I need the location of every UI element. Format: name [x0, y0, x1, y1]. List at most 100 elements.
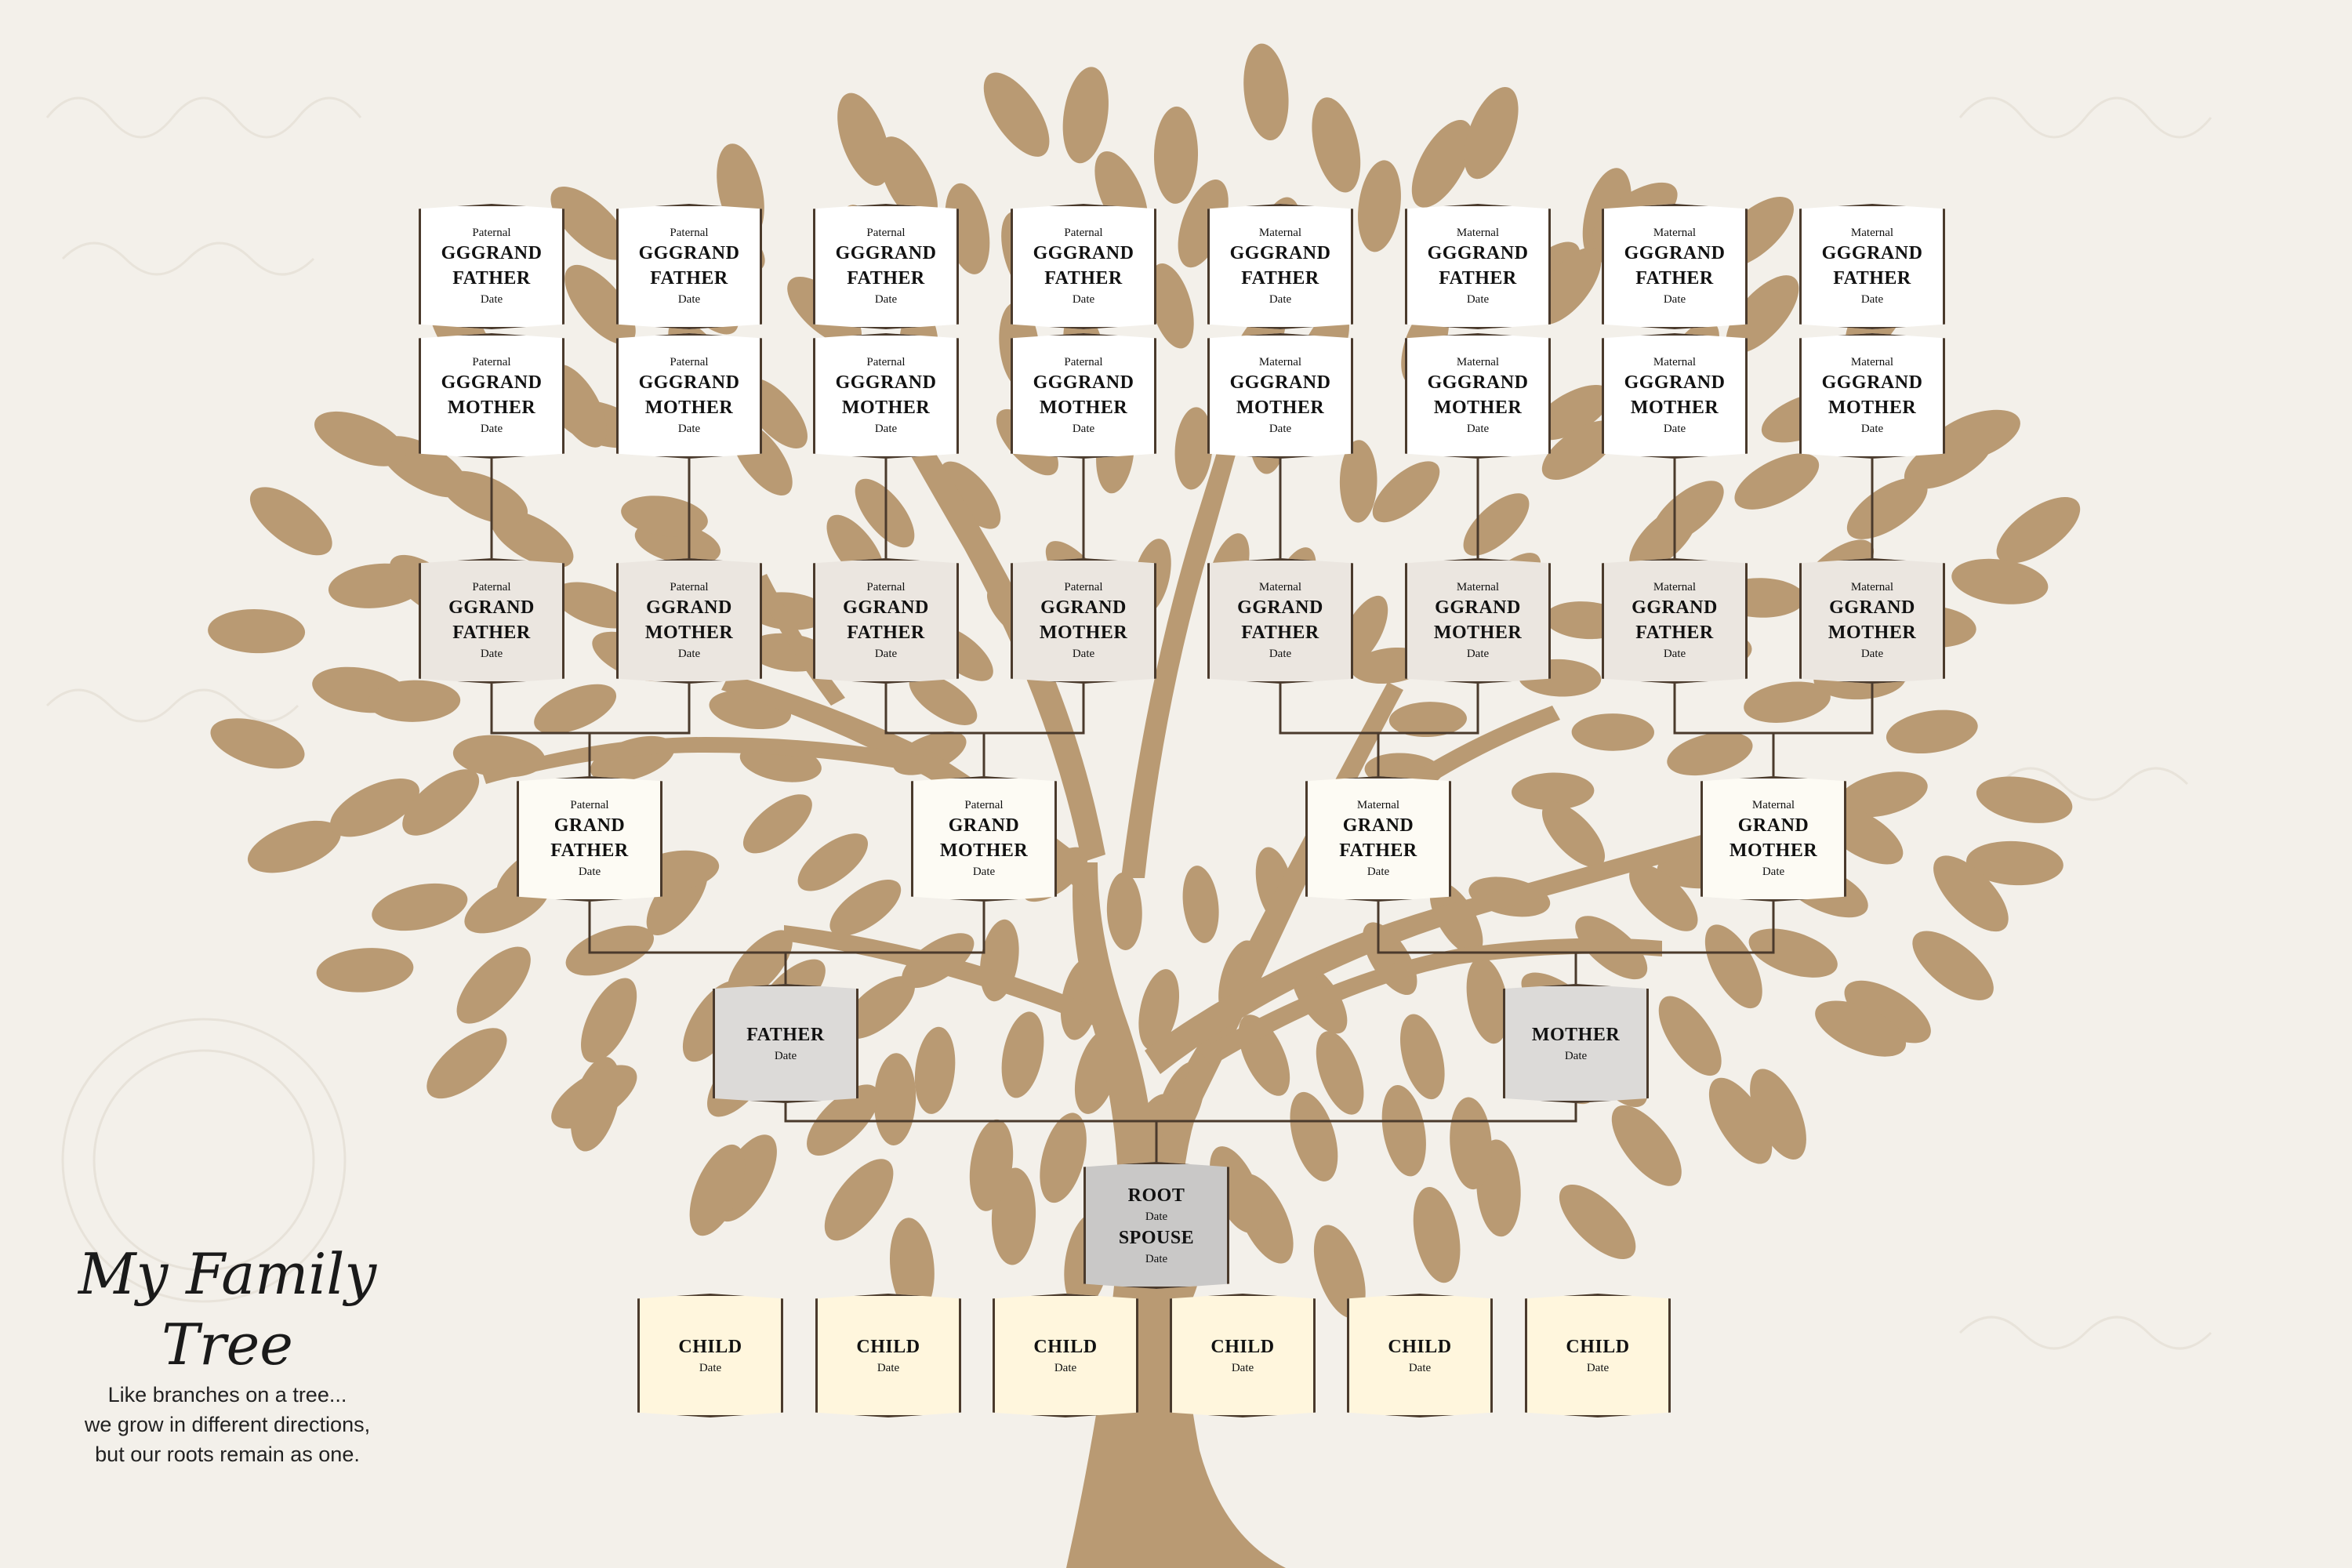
generation-label: GGGRAND [835, 372, 937, 393]
leaf-shape [1399, 1014, 1445, 1100]
date-label: Date [1860, 293, 1884, 306]
leaf-shape [551, 1065, 637, 1129]
generation-label: GGGRAND [1033, 243, 1134, 263]
leaf-shape [490, 509, 574, 568]
child-label: CHILD [678, 1337, 742, 1357]
date-label: Date [677, 423, 701, 435]
leaf-shape [210, 718, 305, 769]
side-label: Paternal [570, 799, 609, 811]
leaf-shape [1571, 713, 1654, 751]
date-label: Date [1072, 293, 1095, 306]
generation-label: GRAND [1737, 815, 1809, 836]
leaf-shape [689, 1144, 746, 1236]
side-label: Paternal [670, 227, 709, 239]
generation-label: GGGRAND [638, 372, 740, 393]
date-label: Date [1269, 648, 1292, 660]
date-label: Date [1072, 423, 1095, 435]
date-label: Date [1860, 423, 1884, 435]
leaf-shape [1708, 1077, 1773, 1164]
date-label: Date [1564, 1050, 1588, 1062]
side-label: Paternal [472, 227, 511, 239]
generation-label: GGGRAND [1427, 372, 1529, 393]
relation-label: MOTHER [1828, 397, 1917, 418]
generation-label: GGRAND [1632, 597, 1718, 618]
child-label: CHILD [1033, 1337, 1098, 1357]
relation-label: FATHER [452, 622, 531, 643]
side-label: Paternal [670, 356, 709, 368]
date-label: Date [1663, 293, 1686, 306]
leaf-shape [1153, 106, 1199, 204]
generation-label: GGGRAND [1033, 372, 1134, 393]
leaf-shape [564, 264, 636, 345]
leaf-shape [621, 495, 708, 537]
leaf-shape [1464, 87, 1519, 180]
leaf-shape [1965, 840, 2063, 886]
leaf-shape [249, 487, 332, 556]
relation-label: MOTHER [1828, 622, 1917, 643]
leaf-shape [456, 946, 531, 1024]
generation-label: GGRAND [646, 597, 732, 618]
leaf-shape [1463, 493, 1530, 556]
leaf-shape [1844, 980, 1931, 1044]
leaf-shape [1846, 477, 1928, 539]
date-label: Date [1586, 1362, 1610, 1374]
generation-label: GGRAND [1040, 597, 1127, 618]
tagline-line-2: we grow in different directions, [84, 1413, 371, 1436]
leaf-shape [889, 1218, 935, 1315]
leaf-shape [914, 1026, 956, 1114]
leaf-shape [1667, 731, 1753, 776]
generation-label: GGRAND [448, 597, 535, 618]
leaf-shape [1040, 1112, 1087, 1203]
relation-label: FATHER [550, 840, 629, 861]
leaf-shape [1951, 558, 2049, 604]
date-label: Date [480, 423, 503, 435]
leaf-shape [1726, 275, 1799, 354]
generation-label: GGGRAND [1427, 243, 1529, 263]
leaf-shape [368, 680, 461, 722]
generation-label: GGGRAND [835, 243, 937, 263]
spouse-date-label: Date [1145, 1253, 1168, 1265]
generation-label: GRAND [554, 815, 626, 836]
side-label: Paternal [472, 356, 511, 368]
leaf-shape [1629, 504, 1698, 572]
side-label: Maternal [1456, 356, 1500, 368]
leaf-shape [1358, 160, 1401, 252]
